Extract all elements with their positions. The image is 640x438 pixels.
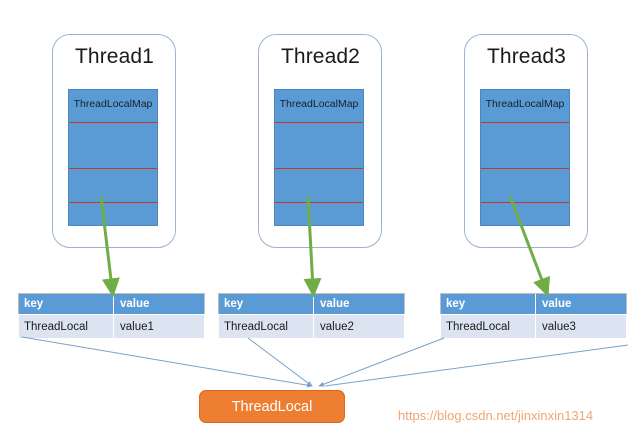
column-header-key: key <box>224 298 244 310</box>
threadlocalmap-box-3: ThreadLocalMap <box>480 89 570 226</box>
cell-key: ThreadLocal <box>446 320 510 333</box>
table-header-row: key value <box>440 293 627 314</box>
blue-connector-4 <box>324 344 629 387</box>
map-divider <box>275 168 363 169</box>
map-divider <box>275 202 363 203</box>
cell-key: ThreadLocal <box>24 320 88 333</box>
map-divider <box>69 202 157 203</box>
table-row: ThreadLocal value1 <box>18 314 205 339</box>
map-divider <box>481 202 569 203</box>
cell-key: ThreadLocal <box>224 320 288 333</box>
map-divider <box>275 122 363 123</box>
thread-title-2: Thread2 <box>281 45 360 68</box>
kv-table-3: key value ThreadLocal value3 <box>440 293 627 339</box>
cell-value: value1 <box>113 315 204 338</box>
column-header-key: key <box>446 298 466 310</box>
thread-title-1: Thread1 <box>75 45 154 68</box>
table-header-row: key value <box>18 293 205 314</box>
column-header-value: value <box>313 294 404 314</box>
map-divider <box>481 168 569 169</box>
kv-table-1: key value ThreadLocal value1 <box>18 293 205 339</box>
threadlocalmap-label-1: ThreadLocalMap <box>73 98 153 110</box>
column-header-value: value <box>535 294 626 314</box>
blue-connector-1 <box>21 336 313 388</box>
threadlocalmap-label-2: ThreadLocalMap <box>279 98 359 110</box>
threadlocalmap-box-2: ThreadLocalMap <box>274 89 364 226</box>
kv-table-2: key value ThreadLocal value2 <box>218 293 405 339</box>
watermark-text: https://blog.csdn.net/jinxinxin1314 <box>398 408 594 423</box>
table-row: ThreadLocal value2 <box>218 314 405 339</box>
table-row: ThreadLocal value3 <box>440 314 627 339</box>
column-header-key: key <box>24 298 44 310</box>
threadlocal-shared-box: ThreadLocal <box>199 390 345 423</box>
thread-panel-1: Thread1 ThreadLocalMap <box>52 34 176 248</box>
blue-connector-2 <box>247 337 313 387</box>
cell-value: value3 <box>535 315 626 338</box>
map-divider <box>481 122 569 123</box>
map-divider <box>69 168 157 169</box>
thread-title-3: Thread3 <box>487 45 566 68</box>
blue-connector-3 <box>318 337 445 387</box>
column-header-value: value <box>113 294 204 314</box>
thread-panel-3: Thread3 ThreadLocalMap <box>464 34 588 248</box>
thread-panel-2: Thread2 ThreadLocalMap <box>258 34 382 248</box>
threadlocal-label: ThreadLocal <box>231 398 313 415</box>
cell-value: value2 <box>313 315 404 338</box>
threadlocalmap-label-3: ThreadLocalMap <box>485 98 565 110</box>
table-header-row: key value <box>218 293 405 314</box>
threadlocalmap-box-1: ThreadLocalMap <box>68 89 158 226</box>
map-divider <box>69 122 157 123</box>
